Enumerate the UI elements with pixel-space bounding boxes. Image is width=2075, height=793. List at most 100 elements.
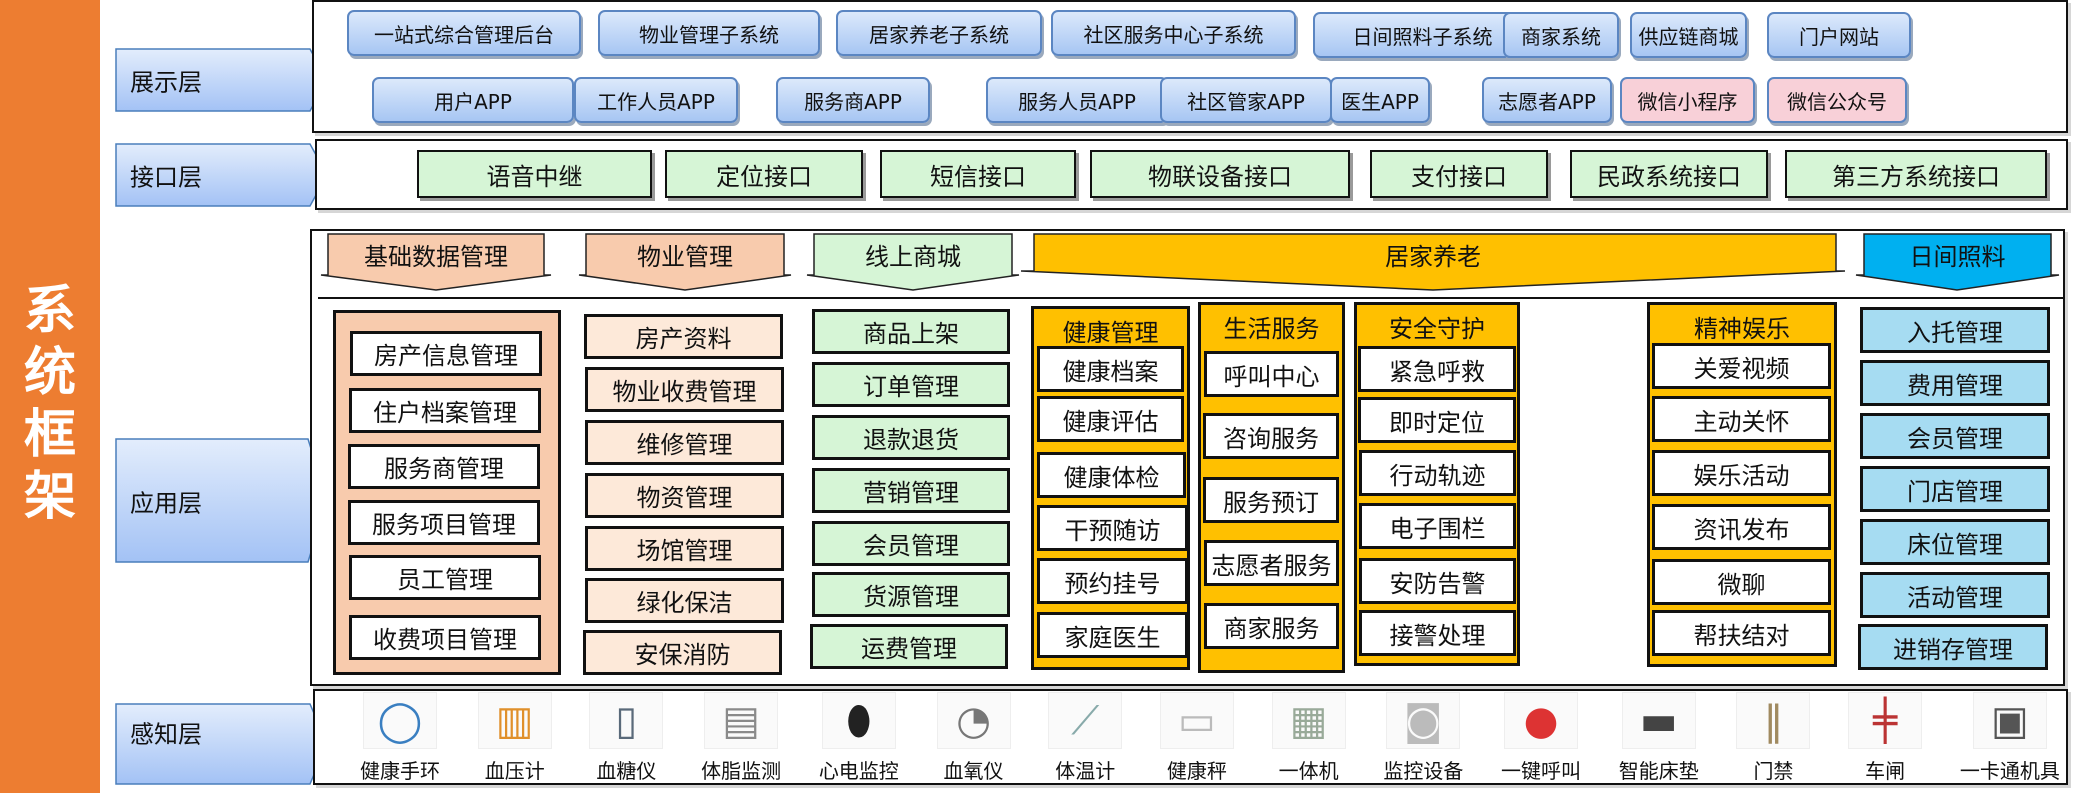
device-item[interactable]: ◙监控设备: [1383, 692, 1463, 784]
presentation-item[interactable]: 社区管家APP: [1160, 77, 1332, 123]
module-header-day-care[interactable]: 日间照料: [1855, 233, 2060, 291]
module-item[interactable]: 房产信息管理: [350, 331, 542, 376]
module-item[interactable]: 娱乐活动: [1652, 450, 1831, 496]
interface-item[interactable]: 语音中继: [417, 150, 652, 198]
module-header-online-mall[interactable]: 线上商城: [806, 233, 1020, 291]
module-item[interactable]: 行动轨迹: [1359, 450, 1516, 496]
device-item[interactable]: ⟋体温计: [1048, 692, 1123, 784]
module-item[interactable]: 员工管理: [349, 555, 541, 600]
module-item[interactable]: 物资管理: [585, 473, 784, 518]
module-item[interactable]: 活动管理: [1860, 572, 2050, 618]
module-item[interactable]: 干预随访: [1037, 505, 1188, 551]
module-item[interactable]: 家庭医生: [1037, 612, 1188, 658]
module-item[interactable]: 物业收费管理: [585, 367, 784, 412]
module-item[interactable]: 床位管理: [1860, 519, 2050, 565]
module-item[interactable]: 费用管理: [1860, 360, 2050, 406]
module-item[interactable]: 接警处理: [1359, 610, 1516, 656]
module-item[interactable]: 电子围栏: [1359, 503, 1516, 549]
module-item[interactable]: 服务项目管理: [348, 500, 540, 545]
module-item[interactable]: 服务预订: [1203, 477, 1339, 523]
interface-item[interactable]: 短信接口: [880, 150, 1076, 198]
module-header-home-care[interactable]: 居家养老: [1020, 233, 1846, 291]
module-item[interactable]: 维修管理: [585, 420, 784, 465]
presentation-item[interactable]: 微信公众号: [1767, 77, 1907, 123]
module-item[interactable]: 即时定位: [1358, 397, 1516, 443]
module-item[interactable]: 预约挂号: [1037, 558, 1188, 604]
module-item[interactable]: 志愿者服务: [1204, 540, 1339, 586]
presentation-item[interactable]: 门户网站: [1767, 12, 1911, 58]
presentation-item[interactable]: 商家系统: [1503, 12, 1619, 58]
camera-icon: ◙: [1386, 692, 1461, 749]
module-item[interactable]: 健康体检: [1037, 452, 1186, 498]
device-item[interactable]: ▤体脂监测: [701, 692, 781, 784]
module-item[interactable]: 安防告警: [1359, 558, 1516, 604]
presentation-item[interactable]: 服务商APP: [776, 77, 930, 123]
device-label: 一键呼叫: [1501, 759, 1582, 783]
presentation-item[interactable]: 一站式综合管理后台: [347, 10, 581, 56]
device-item[interactable]: ╪车闸: [1848, 692, 1923, 784]
interface-item[interactable]: 第三方系统接口: [1785, 150, 2047, 198]
module-item[interactable]: 服务商管理: [348, 444, 540, 489]
presentation-item[interactable]: 志愿者APP: [1482, 77, 1612, 123]
module-header-basic-data[interactable]: 基础数据管理: [320, 233, 552, 291]
access-gate-icon: ‖: [1736, 692, 1811, 749]
module-item[interactable]: 健康评估: [1037, 396, 1184, 442]
group-title: 精神娱乐: [1694, 315, 1790, 343]
layer-label-perception: 感知层: [115, 703, 328, 785]
module-item[interactable]: 咨询服务: [1203, 413, 1339, 459]
presentation-item[interactable]: 用户APP: [372, 77, 574, 123]
module-item[interactable]: 微聊: [1652, 559, 1831, 605]
presentation-item[interactable]: 日间照料子系统: [1313, 12, 1532, 58]
presentation-item[interactable]: 社区服务中心子系统: [1051, 10, 1296, 56]
module-item[interactable]: 安保消防: [583, 630, 782, 675]
interface-item[interactable]: 民政系统接口: [1570, 150, 1768, 198]
device-item[interactable]: ▬智能床垫: [1619, 692, 1699, 784]
module-item[interactable]: 主动关怀: [1652, 396, 1831, 442]
module-item[interactable]: 紧急呼救: [1358, 346, 1516, 392]
presentation-item[interactable]: 服务人员APP: [986, 77, 1168, 123]
module-item[interactable]: 会员管理: [1860, 413, 2050, 459]
presentation-item[interactable]: 工作人员APP: [574, 77, 738, 123]
module-item[interactable]: 住户档案管理: [349, 388, 541, 433]
module-item[interactable]: 退款退货: [812, 415, 1010, 460]
device-item[interactable]: ◔血氧仪: [936, 692, 1011, 784]
device-item[interactable]: ▦一体机: [1271, 692, 1346, 784]
module-item[interactable]: 商品上架: [812, 309, 1010, 354]
module-item[interactable]: 进销存管理: [1858, 624, 2048, 670]
module-item[interactable]: 入托管理: [1860, 307, 2050, 353]
interface-item[interactable]: 物联设备接口: [1090, 150, 1350, 198]
module-item[interactable]: 营销管理: [812, 468, 1010, 513]
presentation-item[interactable]: 物业管理子系统: [598, 10, 820, 56]
module-item[interactable]: 房产资料: [584, 314, 783, 359]
presentation-item[interactable]: 微信小程序: [1620, 77, 1755, 123]
module-header-property[interactable]: 物业管理: [578, 233, 792, 291]
module-item[interactable]: 订单管理: [812, 362, 1010, 407]
presentation-item[interactable]: 供应链商城: [1630, 12, 1747, 58]
module-item[interactable]: 会员管理: [812, 521, 1010, 566]
device-item[interactable]: ‖门禁: [1736, 692, 1811, 784]
module-item[interactable]: 呼叫中心: [1204, 351, 1339, 397]
device-item[interactable]: ◯健康手环: [360, 692, 440, 784]
module-item[interactable]: 商家服务: [1204, 603, 1339, 649]
module-item[interactable]: 货源管理: [812, 572, 1010, 617]
module-item[interactable]: 资讯发布: [1652, 504, 1831, 550]
module-item[interactable]: 绿化保洁: [585, 578, 784, 623]
interface-item[interactable]: 定位接口: [665, 150, 863, 198]
device-item[interactable]: ▥血压计: [477, 692, 552, 784]
module-item[interactable]: 运费管理: [810, 624, 1008, 669]
device-label: 血糖仪: [596, 759, 657, 783]
device-item[interactable]: ▯血糖仪: [589, 692, 664, 784]
module-item[interactable]: 健康档案: [1037, 346, 1184, 392]
device-item[interactable]: ▭健康秤: [1159, 692, 1234, 784]
presentation-item[interactable]: 医生APP: [1330, 77, 1430, 123]
module-item[interactable]: 门店管理: [1860, 466, 2050, 512]
presentation-item[interactable]: 居家养老子系统: [836, 10, 1042, 56]
device-item[interactable]: ▣一卡通机具: [1960, 692, 2060, 784]
module-item[interactable]: 收费项目管理: [349, 615, 541, 660]
interface-item[interactable]: 支付接口: [1370, 150, 1548, 198]
module-item[interactable]: 场馆管理: [585, 526, 784, 571]
module-item[interactable]: 关爱视频: [1652, 343, 1831, 389]
device-item[interactable]: ●一键呼叫: [1501, 692, 1581, 784]
module-item[interactable]: 帮扶结对: [1652, 610, 1831, 656]
device-item[interactable]: ⬮心电监控: [819, 692, 899, 784]
